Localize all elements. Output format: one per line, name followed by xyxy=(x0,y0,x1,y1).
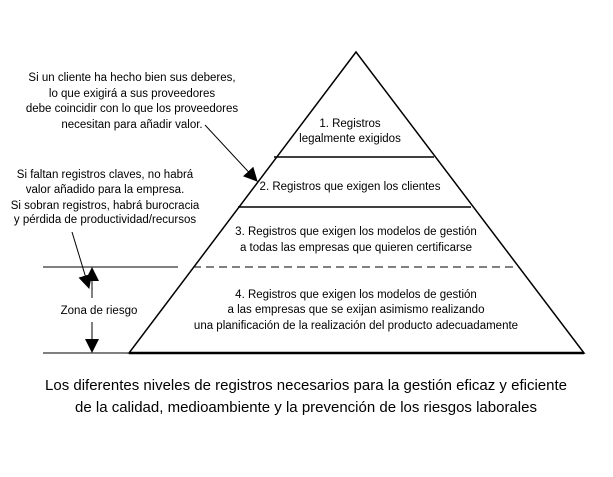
risk-zone-label: Zona de riesgo xyxy=(61,305,138,317)
note-line: necesitan para añadir valor. xyxy=(61,119,202,131)
records-note-arrow xyxy=(71,231,92,289)
note-line: Si un cliente ha hecho bien sus deberes, xyxy=(28,72,235,84)
level-4-label: a las empresas que se exijan asimismo re… xyxy=(228,304,485,316)
note-line: y pérdida de productividad/recursos xyxy=(14,214,196,226)
level-1-label: 1. Registros xyxy=(319,118,381,130)
clients-note: Si un cliente ha hecho bien sus deberes,… xyxy=(26,72,238,131)
level-3-label: 3. Registros que exigen los modelos de g… xyxy=(235,226,477,238)
note-line: valor añadido para la empresa. xyxy=(26,184,185,196)
caption: Los diferentes niveles de registros nece… xyxy=(45,377,567,416)
level-4-label: 4. Registros que exigen los modelos de g… xyxy=(235,289,477,301)
note-line: debe coincidir con lo que los proveedore… xyxy=(26,103,238,115)
level-2-label: 2. Registros que exigen los clientes xyxy=(260,181,441,193)
clients-note-arrow xyxy=(204,124,258,182)
level-3-label: a todas las empresas que quieren certifi… xyxy=(240,242,472,254)
caption-line: Los diferentes niveles de registros nece… xyxy=(45,377,567,394)
note-line: Si faltan registros claves, no habrá xyxy=(17,169,194,181)
records-note: Si faltan registros claves, no habrá val… xyxy=(11,169,200,226)
level-1-label: legalmente exigidos xyxy=(299,133,401,145)
note-line: lo que exigirá a sus proveedores xyxy=(49,88,215,100)
level-4-label: una planificación de la realización del … xyxy=(194,320,518,332)
note-line: Si sobran registros, habrá burocracia xyxy=(11,200,200,212)
caption-line: de la calidad, medioambiente y la preven… xyxy=(75,399,537,416)
